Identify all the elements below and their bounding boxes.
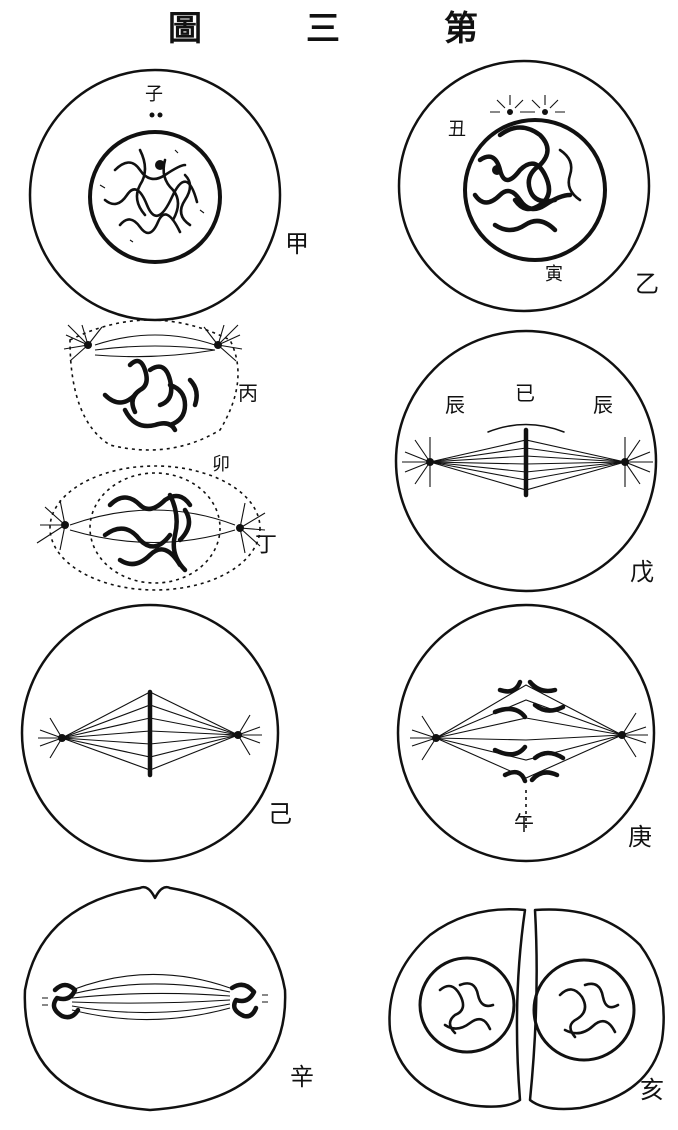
chromosomes xyxy=(105,495,190,570)
aster-left xyxy=(37,500,69,550)
label-chen-right: 辰 xyxy=(593,393,613,417)
title-char-1: 圖 xyxy=(168,9,202,49)
label-mao: 卯 xyxy=(212,454,230,475)
aster-right xyxy=(618,713,648,757)
title-char-2: 三 xyxy=(306,9,340,49)
label-yin: 寅 xyxy=(545,264,563,285)
label-zi: 子 xyxy=(145,84,163,105)
label-xin: 辛 xyxy=(290,1063,314,1091)
title-char-3: 第 xyxy=(444,9,478,49)
chromatin-threads xyxy=(100,150,204,242)
cell-xin: 辛 xyxy=(25,887,314,1110)
cell-membrane xyxy=(399,61,649,311)
nucleus xyxy=(90,132,220,262)
cell-ding: 丁 xyxy=(37,466,277,590)
aster-left xyxy=(38,718,66,758)
chromatin-threads xyxy=(475,128,580,231)
daughter-cell-left xyxy=(390,909,526,1106)
cell-bing: 丙 卯 xyxy=(64,320,258,475)
label-wu-noon: 午 xyxy=(514,811,534,835)
cell-membrane xyxy=(30,70,280,320)
cell-hai: 亥 xyxy=(390,909,665,1109)
label-yi: 乙 xyxy=(635,270,659,298)
label-chen-left: 辰 xyxy=(445,393,465,417)
cell-geng: 午 庚 xyxy=(398,605,654,861)
label-geng: 庚 xyxy=(628,823,652,851)
cell-outline xyxy=(50,466,260,590)
aster-left xyxy=(402,437,434,487)
cell-ji: 己 xyxy=(22,605,292,861)
nucleus xyxy=(465,120,605,260)
label-si: 已 xyxy=(515,381,535,405)
daughter-nucleus-left xyxy=(420,958,514,1052)
label-jia: 甲 xyxy=(285,230,309,258)
chromosomes xyxy=(105,361,197,430)
label-ji: 己 xyxy=(268,800,292,828)
label-hai: 亥 xyxy=(640,1076,664,1104)
chromatin-left xyxy=(440,983,493,1033)
figure-title: 圖 三 第 xyxy=(168,9,478,49)
label-wu: 戊 xyxy=(630,558,654,586)
chromosome-cluster-left xyxy=(42,985,78,1017)
label-chou: 丑 xyxy=(448,119,466,140)
aster-left xyxy=(410,716,440,760)
aster-right xyxy=(234,715,262,755)
chromosome-cluster-right xyxy=(232,985,268,1017)
centrosome xyxy=(150,113,163,118)
label-ding: 丁 xyxy=(255,533,277,558)
cell-wu: 辰 已 辰 戊 xyxy=(396,331,656,591)
spindle xyxy=(436,685,622,778)
aster-right xyxy=(621,437,653,487)
chromatin-right xyxy=(560,984,618,1037)
nuclear-envelope xyxy=(90,473,220,583)
cell-yi: 丑 寅 乙 xyxy=(399,61,659,311)
spindle-bundle xyxy=(72,974,230,1019)
label-bing: 丙 xyxy=(238,381,258,405)
centrosome-radiations xyxy=(490,95,565,115)
cell-jia: 子 甲 xyxy=(30,70,309,320)
